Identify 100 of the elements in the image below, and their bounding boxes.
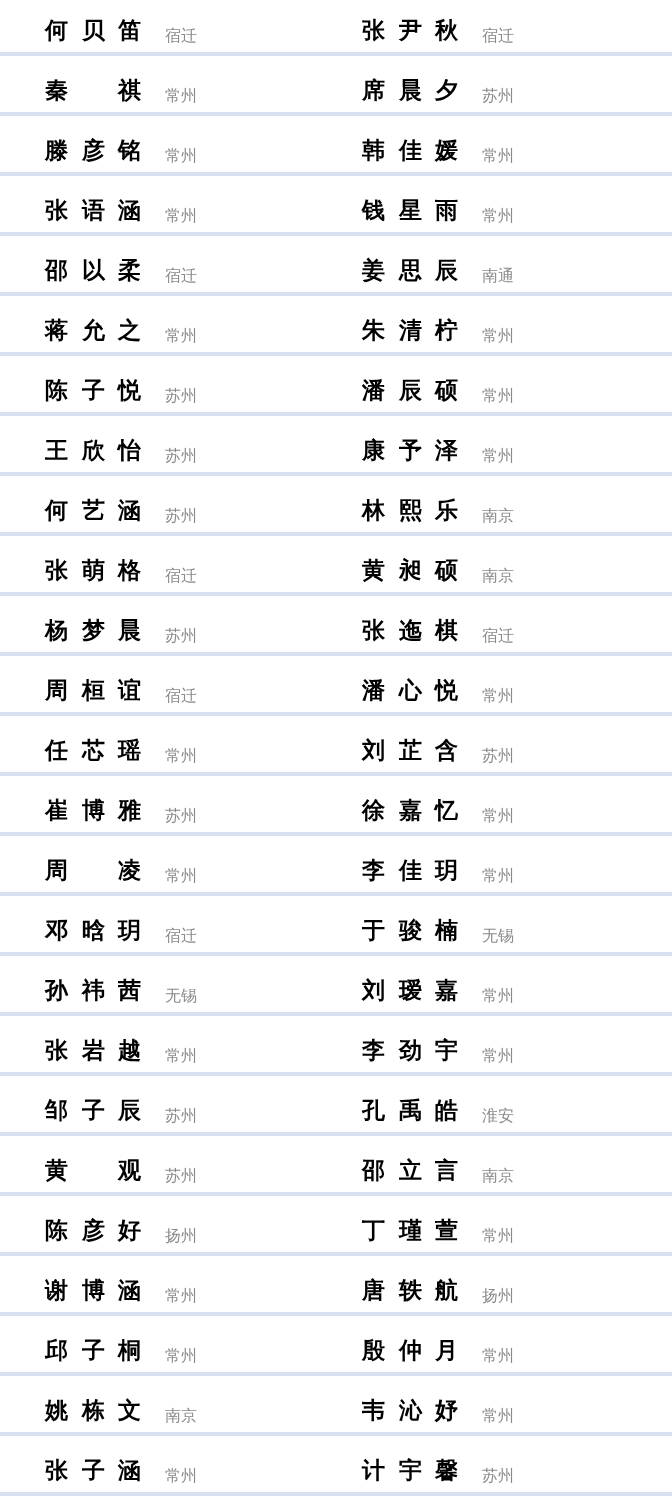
city-name: 宿迁 [165, 685, 197, 707]
city-name: 淮安 [482, 1105, 514, 1127]
city-name: 常州 [482, 1345, 514, 1367]
city-name: 常州 [165, 205, 197, 227]
city-name: 宿迁 [165, 925, 197, 947]
student-name: 滕彦铭 [45, 136, 141, 164]
city-name: 宿迁 [482, 625, 514, 647]
student-name: 邱子桐 [45, 1336, 141, 1364]
city-name: 扬州 [165, 1225, 197, 1247]
city-name: 宿迁 [482, 25, 514, 47]
city-name: 宿迁 [165, 565, 197, 587]
student-name: 邓晗玥 [45, 916, 141, 944]
city-name: 常州 [165, 85, 197, 107]
student-name: 何贝笛 [45, 16, 141, 44]
city-name: 常州 [165, 1045, 197, 1067]
student-name: 韦沁妤 [362, 1396, 458, 1424]
student-name: 钱星雨 [362, 196, 458, 224]
city-name: 苏州 [482, 1465, 514, 1487]
student-name: 邵立言 [362, 1156, 458, 1184]
student-name: 陈子悦 [45, 376, 141, 404]
city-name: 南京 [482, 505, 514, 527]
city-name: 常州 [482, 865, 514, 887]
city-name: 常州 [482, 1045, 514, 1067]
student-name: 张子涵 [45, 1456, 141, 1484]
student-name: 康予泽 [362, 436, 458, 464]
student-name: 王欣怡 [45, 436, 141, 464]
city-name: 南京 [482, 1165, 514, 1187]
city-name: 常州 [482, 1225, 514, 1247]
student-name: 张迤棋 [362, 616, 458, 644]
student-name: 张岩越 [45, 1036, 141, 1064]
student-name: 李佳玥 [362, 856, 458, 884]
student-name: 孙祎茜 [45, 976, 141, 1004]
city-name: 常州 [165, 865, 197, 887]
city-name: 常州 [165, 145, 197, 167]
city-name: 苏州 [165, 385, 197, 407]
city-name: 南通 [482, 265, 514, 287]
city-name: 常州 [482, 805, 514, 827]
city-name: 无锡 [165, 985, 197, 1007]
student-name: 谢博涵 [45, 1276, 141, 1304]
student-name: 林熙乐 [362, 496, 458, 524]
city-name: 常州 [482, 385, 514, 407]
city-name: 常州 [165, 325, 197, 347]
city-name: 苏州 [165, 445, 197, 467]
city-name: 常州 [165, 1285, 197, 1307]
city-name: 扬州 [482, 1285, 514, 1307]
city-name: 常州 [482, 685, 514, 707]
city-name: 常州 [482, 205, 514, 227]
student-name: 韩佳媛 [362, 136, 458, 164]
city-name: 苏州 [165, 505, 197, 527]
student-name: 丁瑾萱 [362, 1216, 458, 1244]
student-name: 周凌 [45, 856, 141, 884]
student-name: 秦祺 [45, 76, 141, 104]
student-name: 徐嘉忆 [362, 796, 458, 824]
city-name: 苏州 [482, 85, 514, 107]
student-name: 张萌格 [45, 556, 141, 584]
city-name: 宿迁 [165, 265, 197, 287]
student-name: 邹子辰 [45, 1096, 141, 1124]
city-name: 常州 [165, 1465, 197, 1487]
student-name: 姜思辰 [362, 256, 458, 284]
student-name: 何艺涵 [45, 496, 141, 524]
city-name: 常州 [165, 1345, 197, 1367]
student-name: 潘心悦 [362, 676, 458, 704]
city-name: 常州 [482, 325, 514, 347]
city-name: 苏州 [165, 805, 197, 827]
city-name: 无锡 [482, 925, 514, 947]
city-name: 苏州 [165, 1165, 197, 1187]
city-name: 常州 [482, 445, 514, 467]
student-name: 李劲宇 [362, 1036, 458, 1064]
student-name: 任芯瑶 [45, 736, 141, 764]
city-name: 苏州 [482, 745, 514, 767]
student-name: 姚栋文 [45, 1396, 141, 1424]
city-name: 苏州 [165, 1105, 197, 1127]
student-name: 刘瑷嘉 [362, 976, 458, 1004]
student-name: 邵以柔 [45, 256, 141, 284]
city-name: 南京 [165, 1405, 197, 1427]
student-name: 刘芷含 [362, 736, 458, 764]
city-name: 常州 [482, 145, 514, 167]
city-name: 常州 [165, 745, 197, 767]
student-name: 孔禹皓 [362, 1096, 458, 1124]
student-name: 蒋允之 [45, 316, 141, 344]
student-name: 张语涵 [45, 196, 141, 224]
student-name: 张尹秋 [362, 16, 458, 44]
student-name: 朱清柠 [362, 316, 458, 344]
student-name: 崔博雅 [45, 796, 141, 824]
student-name: 殷仲月 [362, 1336, 458, 1364]
city-name: 常州 [482, 1405, 514, 1427]
student-name: 陈彦好 [45, 1216, 141, 1244]
city-name: 常州 [482, 985, 514, 1007]
city-name: 苏州 [165, 625, 197, 647]
student-name: 唐轶航 [362, 1276, 458, 1304]
student-name: 潘辰硕 [362, 376, 458, 404]
city-name: 南京 [482, 565, 514, 587]
student-name: 黄昶硕 [362, 556, 458, 584]
student-name: 黄观 [45, 1156, 141, 1184]
student-name: 席晨夕 [362, 76, 458, 104]
city-name: 宿迁 [165, 25, 197, 47]
student-name: 计宇馨 [362, 1456, 458, 1484]
student-name: 周桓谊 [45, 676, 141, 704]
student-name: 于骏楠 [362, 916, 458, 944]
student-name: 杨梦晨 [45, 616, 141, 644]
